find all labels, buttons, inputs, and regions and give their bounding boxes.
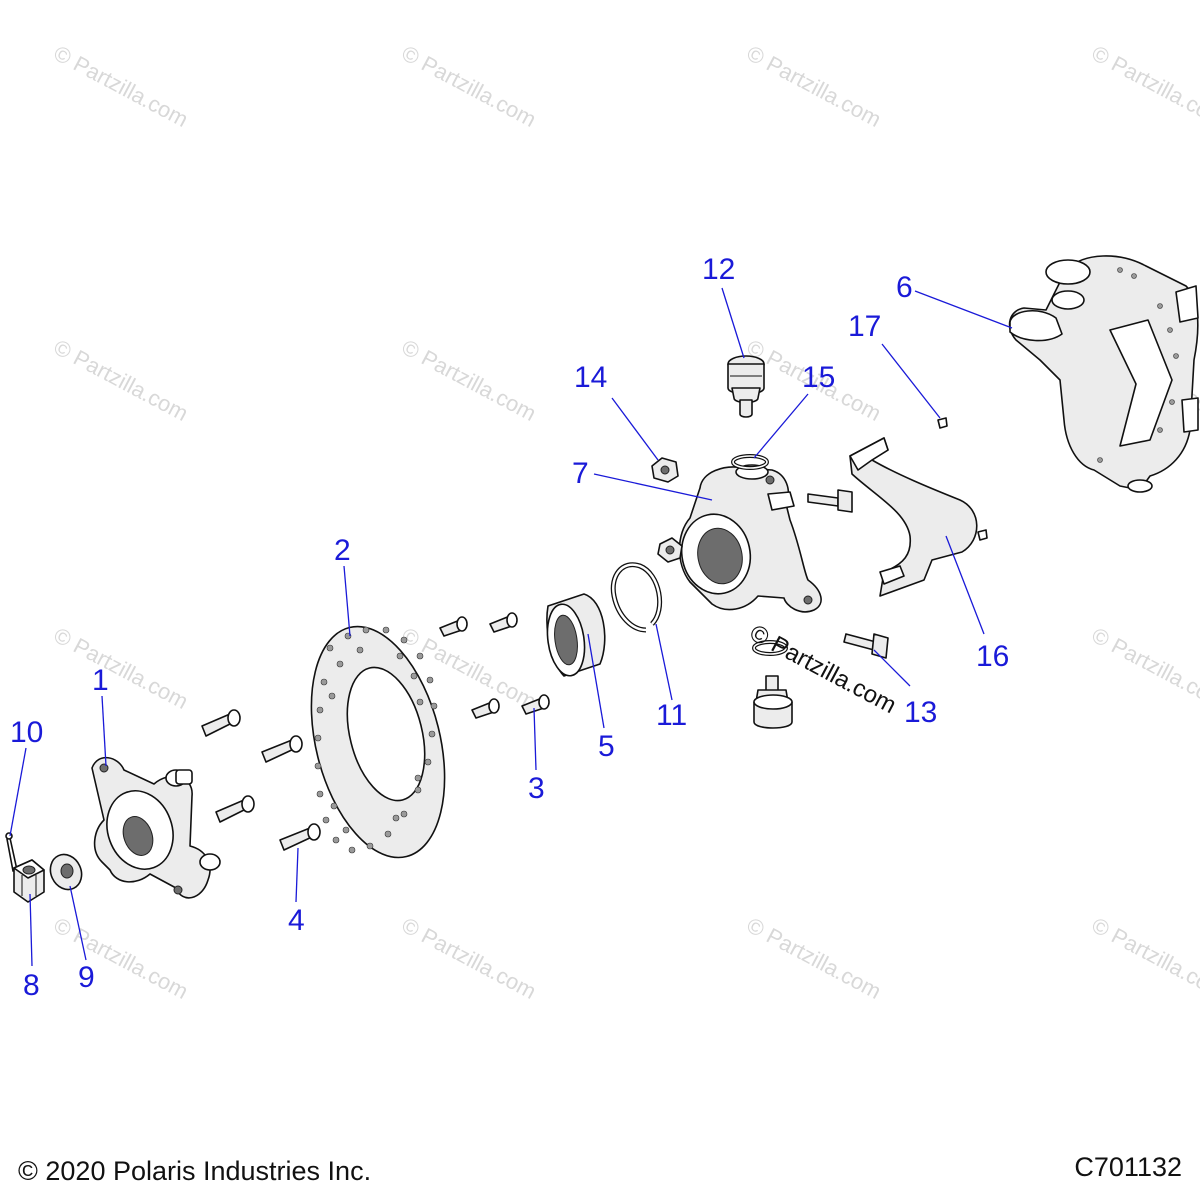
callout-2[interactable]: 2 [334, 534, 351, 567]
ball-joint-part [753, 675, 793, 729]
callout-12[interactable]: 12 [702, 253, 735, 286]
leader-line [945, 535, 985, 635]
leader-line [721, 287, 745, 359]
wheel-hub-part [91, 756, 221, 899]
callout-10[interactable]: 10 [10, 716, 43, 749]
nut-part [651, 457, 679, 483]
leader-line [101, 695, 107, 767]
watermark-layer: © Partzilla.com © Partzilla.com © Partzi… [50, 40, 1200, 1004]
diagram-id: C701132 [1074, 1152, 1182, 1182]
wheel-stud-part [201, 709, 241, 737]
steering-knuckle-part [678, 464, 822, 613]
callout-15[interactable]: 15 [802, 361, 835, 394]
disc-bolt-part [439, 616, 468, 637]
callout-13[interactable]: 13 [904, 696, 937, 729]
leader-line [295, 847, 299, 903]
retaining-ring-part [731, 454, 769, 470]
wheel-bearing-part [546, 593, 606, 677]
callout-6[interactable]: 6 [896, 271, 913, 304]
leader-line [873, 649, 911, 687]
callout-17[interactable]: 17 [848, 310, 881, 343]
callout-16[interactable]: 16 [976, 640, 1009, 673]
caliper-bolt-part [807, 489, 853, 513]
watermark: © Partzilla.com [1088, 912, 1200, 1004]
leader-line [753, 393, 809, 459]
brake-disc-part [310, 625, 446, 859]
callout-14[interactable]: 14 [574, 361, 607, 394]
callout-5[interactable]: 5 [598, 730, 615, 763]
snap-ring-part [610, 562, 663, 633]
caliper-bolt-part [843, 633, 889, 659]
watermark: © Partzilla.com [50, 40, 193, 132]
disc-holes [314, 626, 438, 854]
callout-3[interactable]: 3 [528, 772, 545, 805]
callout-numbers: 1 2 3 4 5 6 7 8 9 10 11 12 13 14 15 16 1… [10, 253, 1009, 1002]
watermark: © Partzilla.com [398, 912, 541, 1004]
leader-line [343, 565, 351, 637]
cotter-pin-part [5, 832, 18, 872]
leader-line [29, 893, 33, 967]
ball-joint-part [727, 355, 765, 418]
castle-nut-part [13, 859, 45, 903]
watermark: © Partzilla.com [50, 912, 193, 1004]
callout-4[interactable]: 4 [288, 904, 305, 937]
retaining-ring-part [752, 640, 788, 656]
leader-line [587, 633, 605, 729]
copyright-text: © 2020 Polaris Industries Inc. [18, 1156, 372, 1186]
disc-bolt-part [521, 694, 550, 715]
callout-9[interactable]: 9 [78, 961, 95, 994]
wheel-stud-part [279, 823, 321, 851]
callout-8[interactable]: 8 [23, 969, 40, 1002]
callout-1[interactable]: 1 [92, 664, 109, 697]
watermark: © Partzilla.com [398, 40, 541, 132]
disc-bolt-part [489, 612, 518, 633]
leader-line [593, 473, 713, 501]
washer-part [49, 853, 83, 891]
leader-line [533, 707, 537, 771]
watermark: © Partzilla.com [743, 40, 886, 132]
watermark: © Partzilla.com [743, 912, 886, 1004]
leader-line [9, 747, 27, 837]
leader-line [655, 623, 673, 701]
leader-line [881, 343, 941, 419]
disc-bolt-part [471, 698, 500, 719]
watermark: © Partzilla.com [50, 334, 193, 426]
watermark: © Partzilla.com [1088, 622, 1200, 714]
watermark: © Partzilla.com [398, 334, 541, 426]
callout-11[interactable]: 11 [656, 699, 687, 732]
wheel-stud-part [215, 795, 255, 823]
screw-part [977, 529, 988, 541]
watermark: © Partzilla.com [1088, 40, 1200, 132]
nut-part [657, 537, 683, 563]
watermark: © Partzilla.com [50, 622, 193, 714]
leader-line [69, 885, 87, 961]
caliper-bracket-part [849, 437, 978, 597]
brake-caliper-part [1008, 255, 1199, 493]
leader-line [611, 397, 659, 461]
leader-line [914, 290, 1013, 329]
callout-7[interactable]: 7 [572, 457, 589, 490]
wheel-stud-part [261, 735, 303, 763]
leader-lines [9, 287, 1013, 967]
screw-part [937, 417, 948, 429]
